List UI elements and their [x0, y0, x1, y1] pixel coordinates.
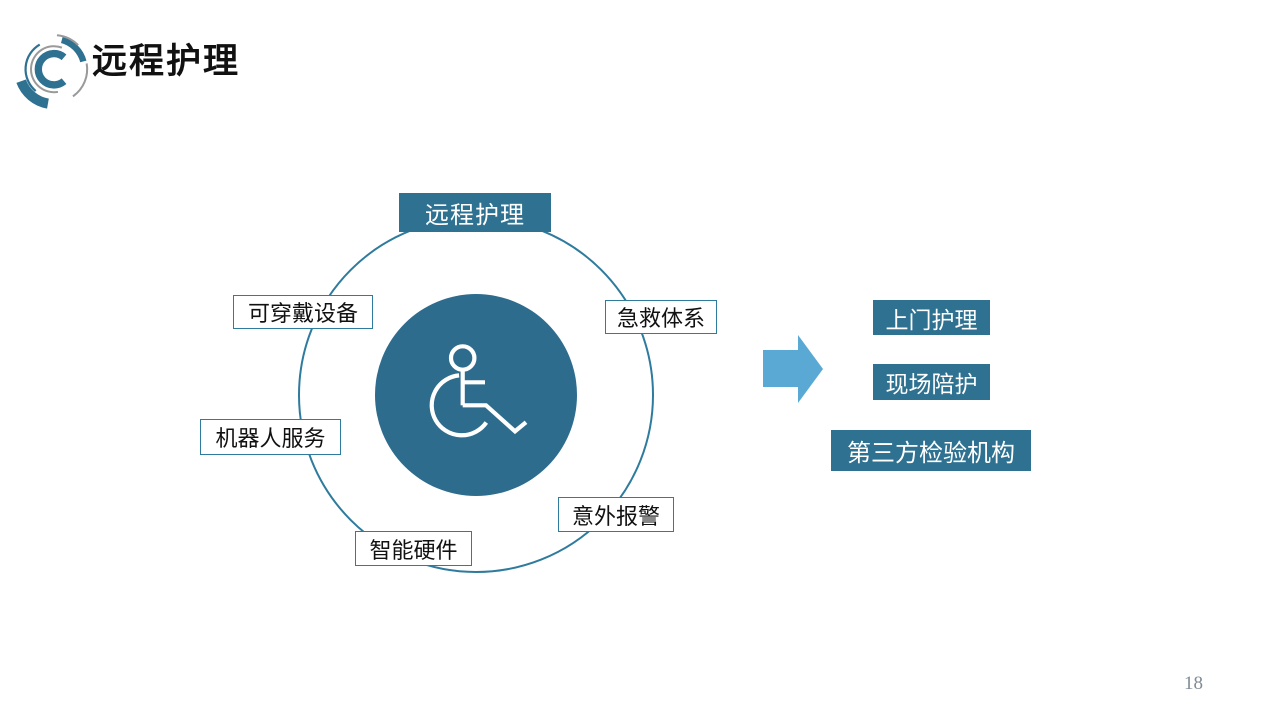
satellite-label-emergency-system: 急救体系: [605, 300, 717, 334]
result-box-third-party-inspection: 第三方检验机构: [831, 430, 1031, 471]
satellite-label-smart-hardware: 智能硬件: [355, 531, 472, 566]
right-arrow-icon: [763, 335, 823, 403]
satellite-label-accident-alarm: 意外报警: [558, 497, 674, 532]
wheelchair-icon: [429, 344, 528, 438]
result-box-onsite-accompany: 现场陪护: [873, 364, 990, 400]
hub-label: 远程护理: [399, 193, 551, 232]
page-title: 远程护理: [92, 42, 241, 81]
arc-rings-logo-icon: [16, 34, 89, 109]
arc-rings-logo: [8, 26, 100, 118]
result-box-home-care: 上门护理: [873, 300, 990, 335]
satellite-label-robot-service: 机器人服务: [200, 419, 341, 455]
satellite-label-wearable-devices: 可穿戴设备: [233, 295, 373, 329]
page-number: 18: [1184, 673, 1203, 694]
hub-circle: [375, 294, 577, 496]
